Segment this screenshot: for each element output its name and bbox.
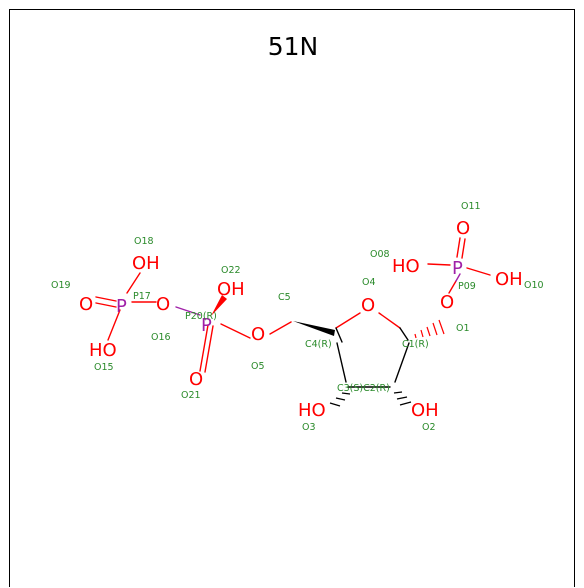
bond-p09-o11-a [456, 237, 461, 258]
atom-o15-symbol: HO [89, 340, 117, 361]
atom-p20-symbol: P [201, 315, 212, 336]
atom-o1-symbol: O [440, 292, 454, 313]
bond-p17-o19-a [95, 296, 117, 302]
label-o22: O22 [221, 265, 241, 276]
bond-p09-o11-b [461, 238, 466, 259]
bond-o4-c4-black [335, 327, 343, 343]
bond-p20-o21-b [204, 325, 214, 373]
label-o21: O21 [181, 390, 201, 401]
bond-c4-c3 [336, 342, 347, 383]
label-o4: O4 [362, 277, 376, 288]
diagram-frame: 51N HO P OH [9, 9, 575, 587]
label-p20: P20(R) [185, 311, 217, 322]
atom-o18-symbol: OH [132, 253, 160, 274]
label-o15: O15 [94, 362, 114, 373]
atom-o4-symbol: O [361, 295, 375, 316]
molecule-title: 51N [268, 32, 319, 61]
atom-o08-symbol: HO [392, 256, 420, 277]
atom-o10-symbol: OH [495, 269, 523, 290]
hash-bond-c1-o1 [414, 319, 445, 339]
bond-p20-o21-a [199, 324, 209, 372]
label-c5: C5 [278, 292, 291, 303]
bond-p09-o10 [466, 267, 491, 276]
bond-o1-p09 [448, 280, 457, 294]
atom-o2-symbol: OH [411, 400, 439, 421]
bond-o5-p20 [220, 323, 251, 339]
bond-o1-p09-p [455, 273, 461, 282]
bond-c5-o5 [269, 321, 292, 335]
atom-o22-symbol: OH [217, 279, 245, 300]
atom-o21-symbol: O [189, 369, 203, 390]
label-o10: O10 [524, 280, 544, 291]
bond-o4-c4 [335, 312, 361, 329]
bond-p20-o16 [175, 306, 201, 316]
molecule-structure: 51N HO P OH [51, 32, 544, 433]
atom-o11-symbol: O [456, 218, 470, 239]
atom-o19-symbol: O [79, 294, 93, 315]
bond-p09-o08 [427, 263, 451, 266]
label-o16: O16 [151, 332, 171, 343]
label-o11: O11 [461, 201, 481, 212]
label-o18: O18 [134, 236, 154, 247]
atom-o5-symbol: O [251, 324, 265, 345]
atom-o16-symbol: O [156, 294, 170, 315]
label-c3-c2: C3(S)C2(R) [337, 383, 390, 394]
atom-p17-symbol: P [116, 296, 127, 317]
bond-o4-c1 [378, 312, 401, 329]
bond-p17-o15 [107, 309, 121, 341]
atom-o3-symbol: HO [298, 400, 326, 421]
bond-o4-c1-black [399, 327, 409, 341]
label-o08: O08 [370, 249, 390, 260]
wedge-c4-c5 [293, 321, 335, 336]
bond-c1-c2 [394, 342, 410, 383]
label-p17: P17 [133, 291, 151, 302]
wedge-p20-o22 [211, 295, 227, 316]
bond-p17-o18 [126, 272, 141, 294]
label-o19: O19 [51, 280, 71, 291]
label-c4: C4(R) [305, 339, 332, 350]
atom-p09-symbol: P [452, 258, 463, 279]
bond-p17-o19-b [95, 302, 117, 308]
label-p09: P09 [458, 281, 476, 292]
label-o3: O3 [302, 422, 316, 433]
label-o2: O2 [422, 422, 436, 433]
label-c1: C1(R) [402, 339, 429, 350]
label-o1: O1 [456, 323, 470, 334]
label-o5: O5 [251, 361, 265, 372]
hash-bond-c2-o2 [393, 391, 412, 406]
hash-bond-c3-o3 [329, 392, 351, 407]
